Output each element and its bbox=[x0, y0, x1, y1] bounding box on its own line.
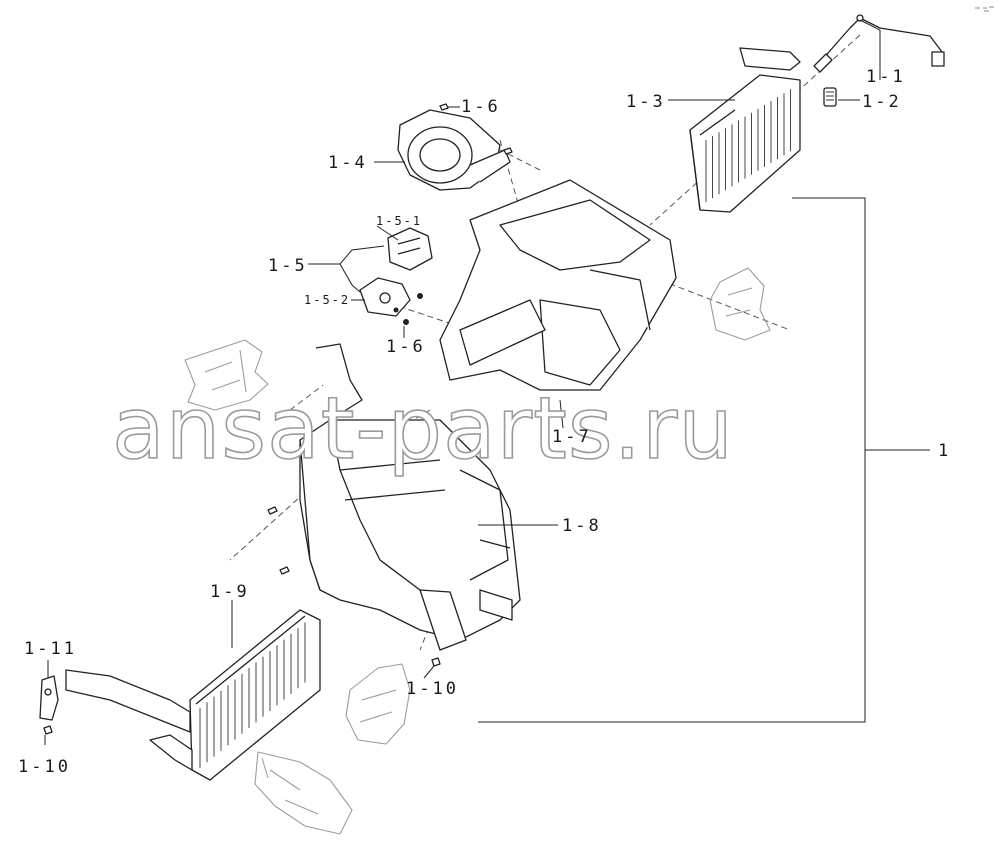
callout-1-5-1: 1-5-1 bbox=[376, 214, 422, 228]
part-1-8-lower-case bbox=[299, 343, 521, 651]
callout-1-7: 1-7 bbox=[552, 427, 592, 447]
callout-1-8: 1-8 bbox=[562, 516, 602, 536]
part-1-6-screws-mid bbox=[393, 293, 423, 325]
callout-1-5-2: 1-5-2 bbox=[304, 293, 350, 307]
part-1-5-2-cover-plate bbox=[359, 277, 411, 317]
part-1-4-blower-inlet-ring bbox=[397, 109, 511, 191]
part-1-9-heater-core bbox=[65, 609, 321, 781]
ghost-bracket-right bbox=[709, 267, 771, 341]
part-1-2-clip bbox=[823, 87, 837, 107]
callout-1-10-left: 1-10 bbox=[18, 757, 71, 777]
callout-1-6-lower: 1-6 bbox=[386, 337, 426, 357]
part-1-6-screws-upper bbox=[439, 103, 513, 155]
callout-1-1: 1-1 bbox=[866, 67, 906, 87]
corner-mark bbox=[975, 6, 994, 12]
callout-1-11: 1-11 bbox=[24, 639, 77, 659]
callout-1-3: 1-3 bbox=[626, 92, 666, 112]
part-1-11-bracket bbox=[39, 675, 59, 721]
watermark-text: ansat-parts.ru bbox=[112, 379, 734, 479]
callout-1-6-upper: 1-6 bbox=[461, 97, 501, 117]
ghost-bracket-bottom-center bbox=[345, 663, 411, 745]
part-1-upper-housing bbox=[439, 179, 677, 391]
callout-1: 1 bbox=[938, 441, 951, 461]
part-1-10-screws bbox=[43, 506, 441, 735]
callout-1-4: 1-4 bbox=[328, 153, 368, 173]
callout-1-10-center: 1-10 bbox=[406, 679, 459, 699]
heater-core-fins bbox=[199, 622, 306, 768]
callout-1-5: 1-5 bbox=[268, 256, 308, 276]
part-1-5-1-actuator bbox=[387, 227, 433, 271]
ghost-bracket-upper-left bbox=[184, 339, 269, 411]
part-1-1-sensor-harness bbox=[813, 14, 945, 73]
leader-lines bbox=[44, 19, 930, 745]
callout-1-2: 1-2 bbox=[862, 92, 902, 112]
ghost-bracket-bottom-left bbox=[254, 751, 353, 835]
callout-labels: 1 1-1 1-2 1-3 1-4 1-5 1-5-1 1-5-2 1-6 1-… bbox=[18, 67, 951, 777]
callout-1-9: 1-9 bbox=[210, 582, 250, 602]
part-1-3-evaporator bbox=[689, 47, 801, 213]
evaporator-fins bbox=[705, 89, 791, 202]
